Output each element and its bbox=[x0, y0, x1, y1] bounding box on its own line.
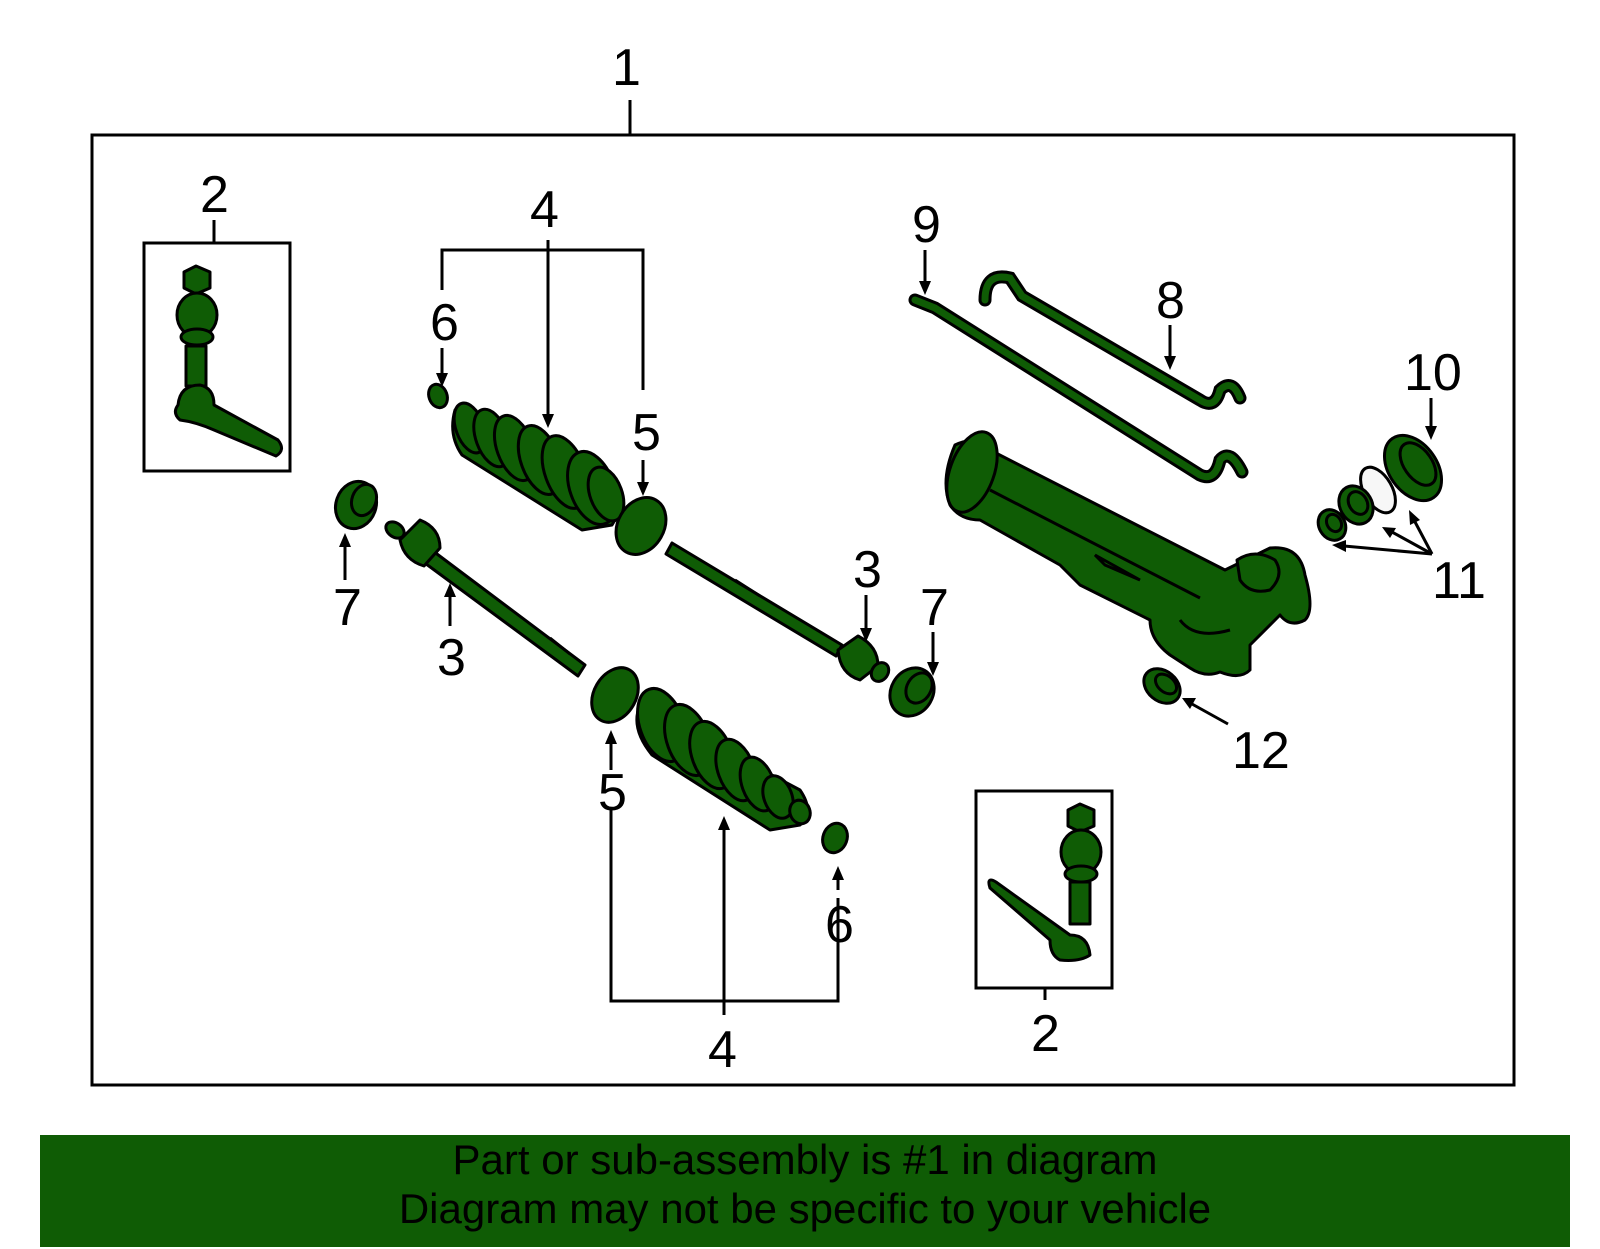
callout-12: 12 bbox=[1232, 722, 1290, 780]
boot-clamp-large-bottom bbox=[590, 666, 640, 724]
leader-6-top bbox=[436, 348, 448, 387]
boot-lower bbox=[635, 687, 812, 832]
leader-6-bottom bbox=[832, 866, 844, 890]
return-line bbox=[978, 270, 1247, 410]
callout-8: 8 bbox=[1156, 272, 1185, 330]
steering-gear-housing bbox=[944, 430, 1312, 677]
leader-10 bbox=[1425, 398, 1437, 440]
callout-4-top: 4 bbox=[530, 181, 559, 239]
leader-9 bbox=[919, 250, 931, 295]
boot-clamp-small-bottom bbox=[821, 821, 849, 855]
callout-3-right: 3 bbox=[853, 541, 882, 599]
callout-5-bottom: 5 bbox=[598, 764, 627, 822]
pinion-seal-cover bbox=[1382, 433, 1444, 503]
pinion-seal-large bbox=[1337, 484, 1375, 526]
callout-9: 9 bbox=[912, 196, 941, 254]
inner-tie-rod-left bbox=[384, 518, 587, 678]
tie-rod-end-right bbox=[987, 802, 1103, 962]
tie-rod-end-left bbox=[173, 264, 283, 458]
leader-5-bottom bbox=[605, 730, 617, 770]
adjuster-seal bbox=[1142, 667, 1182, 705]
leader-11 bbox=[1332, 510, 1434, 556]
callout-2-top: 2 bbox=[200, 166, 229, 224]
leader-8 bbox=[1164, 325, 1176, 370]
leader-7-left bbox=[339, 533, 351, 580]
leader-12 bbox=[1182, 698, 1229, 726]
rack-bushing-right bbox=[888, 666, 936, 718]
rack-bushing-left bbox=[333, 479, 379, 531]
leader-3-left bbox=[444, 583, 456, 626]
callout-7-right: 7 bbox=[920, 579, 949, 637]
leader-4-bottom bbox=[609, 810, 840, 1015]
inner-tie-rod-right bbox=[664, 541, 891, 683]
assembly-frame bbox=[90, 133, 1516, 1087]
boot-clamp-small-top bbox=[427, 382, 449, 410]
pressure-line bbox=[908, 293, 1249, 484]
banner-line-2: Diagram may not be specific to your vehi… bbox=[398, 1185, 1212, 1232]
callout-10: 10 bbox=[1404, 344, 1462, 402]
callout-4-bottom: 4 bbox=[708, 1021, 737, 1079]
callout-6-top: 6 bbox=[430, 294, 459, 352]
leader-4-top bbox=[440, 240, 645, 428]
callout-5-top: 5 bbox=[632, 404, 661, 462]
tie-rod-end-box-left bbox=[142, 241, 292, 473]
leader-3-right bbox=[860, 595, 872, 642]
leader-7-right bbox=[927, 632, 939, 676]
disclaimer-banner: Part or sub-assembly is #1 in diagram Di… bbox=[40, 1135, 1570, 1247]
callout-2-bottom: 2 bbox=[1031, 1005, 1060, 1063]
leader-5-top bbox=[637, 460, 649, 496]
callout-6-bottom: 6 bbox=[825, 896, 854, 954]
boot-upper bbox=[451, 401, 626, 532]
callout-11: 11 bbox=[1432, 552, 1486, 610]
pinion-seal-small bbox=[1316, 508, 1348, 542]
boot-clamp-large-top bbox=[614, 496, 668, 556]
banner-line-1: Part or sub-assembly is #1 in diagram bbox=[452, 1136, 1158, 1183]
callout-7-left: 7 bbox=[333, 579, 362, 637]
callout-3-left: 3 bbox=[437, 629, 466, 687]
callout-1: 1 bbox=[612, 39, 641, 97]
